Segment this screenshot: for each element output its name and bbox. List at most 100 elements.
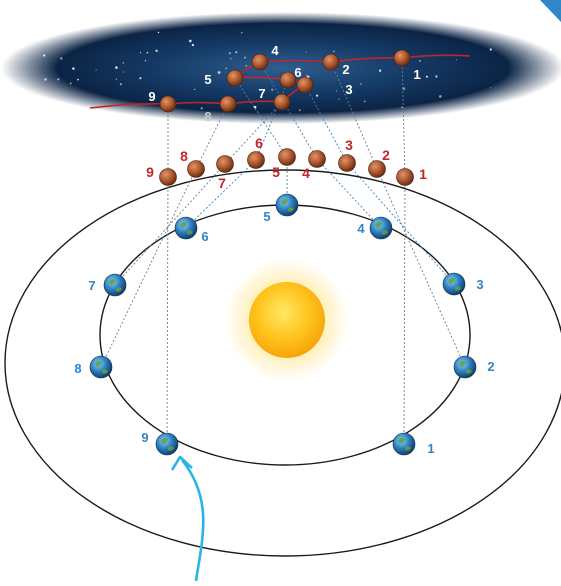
star bbox=[155, 49, 158, 52]
star bbox=[438, 95, 442, 98]
earth-4 bbox=[369, 216, 393, 240]
star bbox=[229, 57, 232, 60]
star bbox=[144, 59, 147, 62]
star bbox=[489, 48, 492, 51]
star bbox=[228, 52, 231, 55]
star bbox=[60, 57, 63, 60]
earth-continents bbox=[459, 360, 472, 374]
mars-orbit-9 bbox=[159, 168, 177, 186]
earth-continents bbox=[281, 198, 294, 212]
sight-line bbox=[346, 162, 455, 285]
mars-sky-label: 8 bbox=[204, 109, 211, 124]
star bbox=[336, 90, 338, 92]
star bbox=[115, 66, 118, 69]
mars-orbit-label: 9 bbox=[146, 164, 154, 180]
star bbox=[306, 75, 308, 77]
mars-sky-9 bbox=[159, 95, 177, 113]
star bbox=[401, 106, 403, 109]
mars-orbit-label: 1 bbox=[419, 166, 427, 182]
star bbox=[315, 94, 319, 97]
earth-8 bbox=[89, 355, 113, 379]
sight-line bbox=[114, 163, 226, 286]
earth-label: 2 bbox=[487, 359, 494, 374]
star bbox=[191, 43, 195, 47]
earth-continents bbox=[398, 437, 411, 451]
sight-line bbox=[166, 176, 169, 445]
mars-orbit-3 bbox=[338, 154, 356, 172]
mars-orbit-label: 7 bbox=[218, 175, 226, 191]
star bbox=[139, 52, 142, 54]
earth-7 bbox=[103, 273, 127, 297]
star bbox=[253, 105, 257, 109]
sight-line bbox=[185, 159, 257, 229]
star bbox=[359, 83, 362, 86]
star bbox=[338, 98, 340, 100]
night-sky-band bbox=[1, 12, 561, 124]
star bbox=[95, 69, 97, 71]
mars-sky-label: 9 bbox=[148, 89, 155, 104]
star bbox=[225, 67, 227, 70]
pointer-arrow bbox=[180, 459, 205, 582]
mars-sky-label: 7 bbox=[258, 86, 265, 101]
star bbox=[115, 78, 117, 80]
sight-line bbox=[376, 168, 466, 368]
mars-sky-5 bbox=[226, 69, 244, 87]
star bbox=[419, 77, 421, 80]
sight-line bbox=[330, 61, 378, 170]
earth-label: 5 bbox=[263, 209, 270, 224]
mars-sky-label: 3 bbox=[345, 82, 352, 97]
mars-sky-label: 4 bbox=[271, 43, 279, 58]
star bbox=[425, 75, 428, 78]
mars-sky-4 bbox=[251, 53, 269, 71]
star bbox=[194, 88, 196, 90]
star bbox=[364, 100, 366, 103]
earth-9 bbox=[155, 432, 179, 456]
star bbox=[119, 83, 122, 86]
earth-label: 1 bbox=[427, 441, 434, 456]
star bbox=[200, 107, 203, 110]
star bbox=[419, 60, 421, 62]
mars-sky-label: 6 bbox=[294, 65, 301, 80]
earth-label: 3 bbox=[476, 277, 483, 292]
star bbox=[139, 77, 142, 80]
mars-orbit-label: 8 bbox=[180, 148, 188, 164]
star bbox=[43, 54, 46, 57]
star bbox=[271, 88, 274, 91]
earth-label: 8 bbox=[74, 361, 81, 376]
star bbox=[44, 78, 47, 81]
star bbox=[241, 32, 243, 34]
star bbox=[77, 78, 79, 81]
mars-sky-2 bbox=[322, 53, 340, 71]
earth-label: 9 bbox=[141, 430, 148, 445]
mars-orbit-4 bbox=[308, 150, 326, 168]
earth-continents bbox=[161, 437, 174, 451]
earth-continents bbox=[375, 221, 388, 235]
star bbox=[244, 56, 246, 59]
star bbox=[217, 71, 221, 74]
earth-label: 4 bbox=[357, 221, 365, 236]
star bbox=[490, 87, 492, 89]
star bbox=[455, 59, 458, 61]
earth-label: 7 bbox=[88, 278, 95, 293]
star bbox=[57, 78, 60, 81]
star bbox=[157, 31, 160, 34]
mars-orbit-label: 2 bbox=[382, 147, 390, 163]
mars-orbit-1 bbox=[396, 168, 414, 186]
mars-orbit-label: 5 bbox=[272, 164, 280, 180]
star bbox=[298, 109, 301, 112]
sun bbox=[249, 282, 325, 358]
star bbox=[435, 75, 438, 78]
earth-continents bbox=[180, 221, 193, 235]
star bbox=[333, 50, 335, 53]
earth-1 bbox=[392, 432, 416, 456]
star bbox=[69, 82, 72, 85]
mars-sky-3 bbox=[296, 76, 314, 94]
mars-sky-label: 5 bbox=[204, 72, 211, 87]
earth-continents bbox=[448, 277, 461, 291]
sight-lines bbox=[100, 57, 466, 445]
mars-sky-8 bbox=[219, 95, 237, 113]
star bbox=[235, 51, 238, 54]
